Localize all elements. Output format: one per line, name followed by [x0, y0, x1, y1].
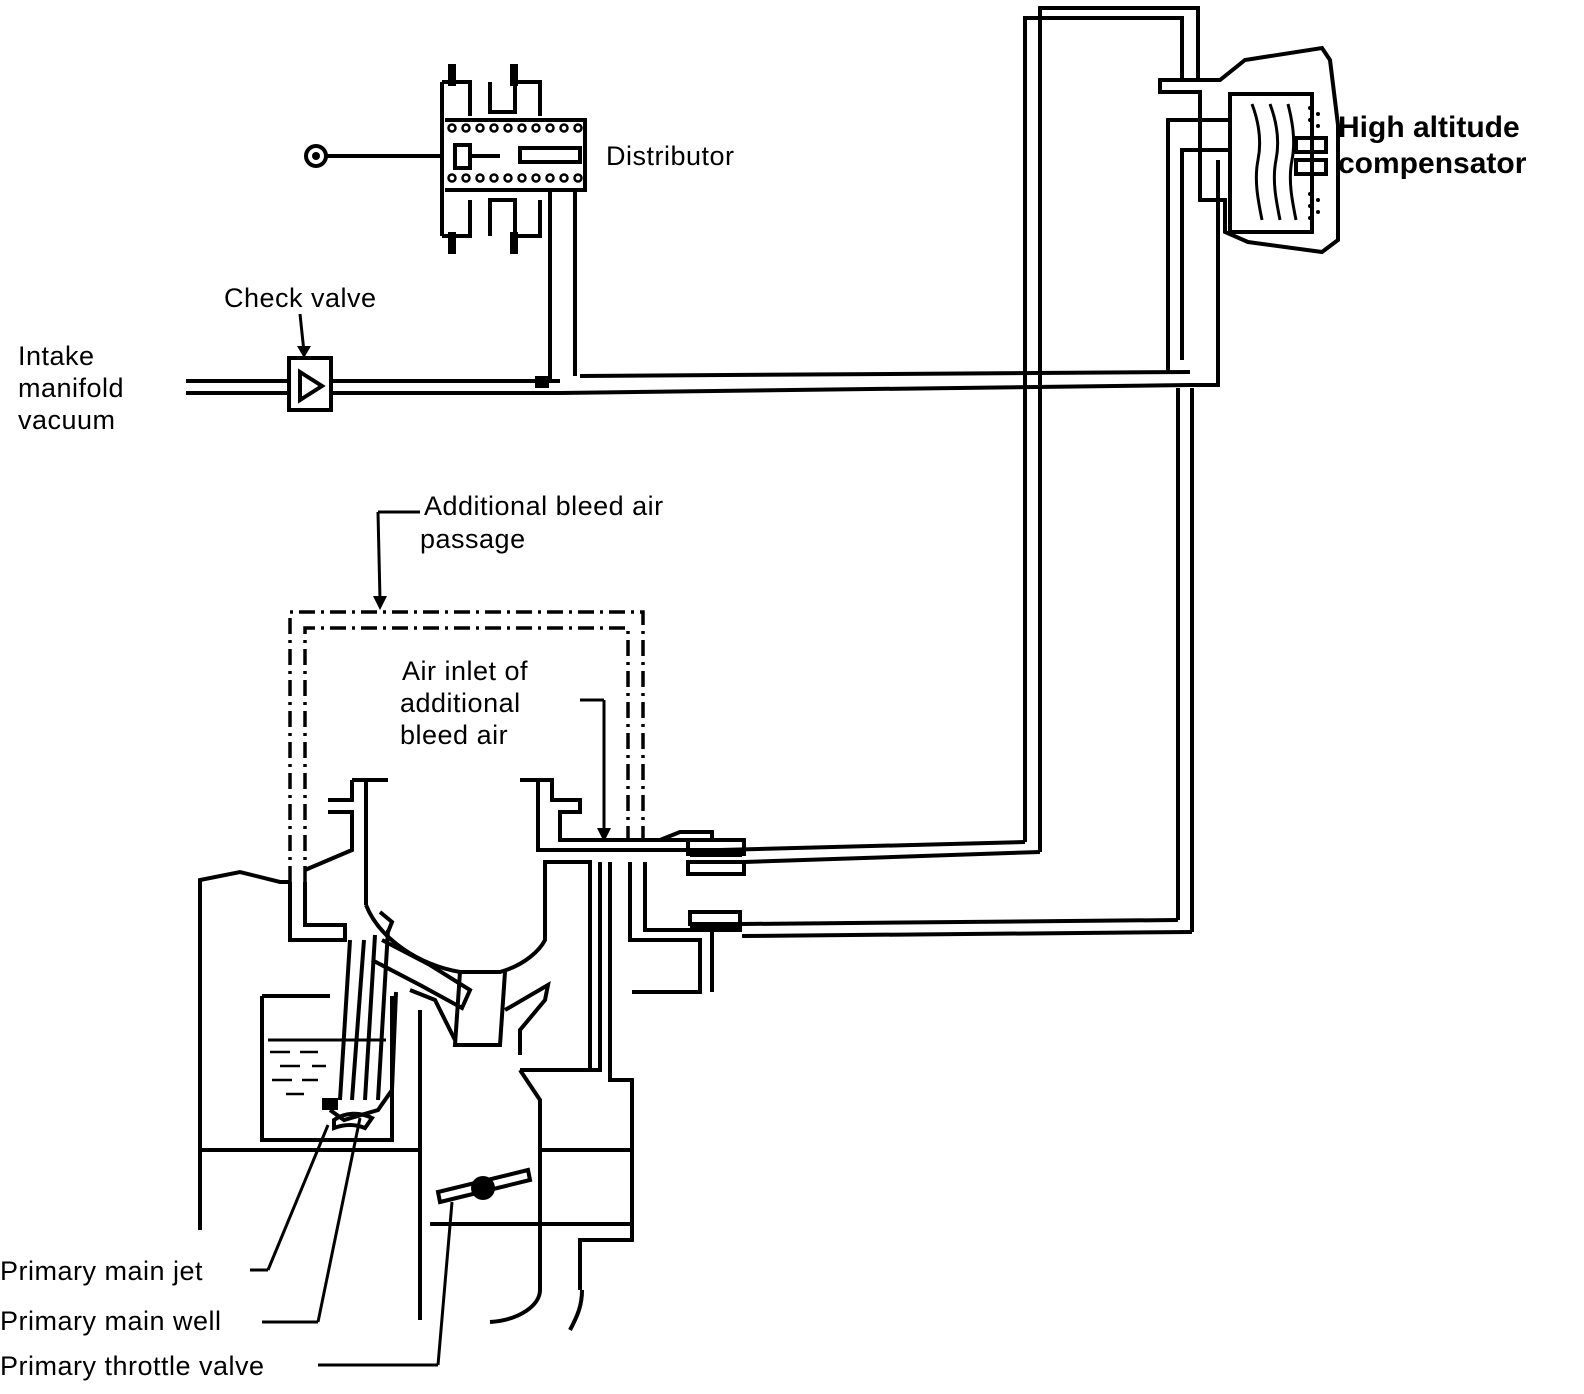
air-inlet-label-line1: Air inlet of [402, 656, 529, 686]
bleed-air-passage [288, 510, 645, 882]
air-inlet-label-line2: additional [400, 688, 521, 718]
intake-manifold-vacuum-label-line1: Intake [18, 341, 95, 371]
additional-bleed-air-passage-label-line1: Additional bleed air [424, 491, 664, 521]
intake-manifold-vacuum-label-line3: vacuum [18, 405, 116, 435]
primary-main-well-label: Primary main well [0, 1306, 222, 1336]
main-well [322, 910, 398, 1131]
check-valve-label: Check valve [224, 283, 377, 313]
distributor-label: Distributor [606, 141, 735, 171]
additional-bleed-air-passage-label-line2: passage [420, 524, 526, 554]
compensator-lines [1023, 6, 1220, 932]
primary-throttle-valve-label: Primary throttle valve [0, 1351, 265, 1381]
throttle-valve [435, 1167, 533, 1205]
air-inlet-label-line3: bleed air [400, 720, 509, 750]
primary-main-jet-label: Primary main jet [0, 1256, 204, 1286]
vacuum-line [186, 190, 1191, 395]
high-altitude-compensator [1158, 45, 1340, 255]
distributor [304, 64, 587, 254]
check-valve [287, 313, 333, 412]
air-inlet-leader [580, 698, 611, 842]
high-altitude-compensator-label-line1: High altitude [1338, 111, 1520, 144]
carburetor-body [198, 778, 1193, 1331]
intake-manifold-vacuum-label-line2: manifold [18, 373, 125, 403]
high-altitude-compensator-label-line2: compensator [1338, 147, 1527, 180]
leader-lines [250, 1117, 454, 1367]
